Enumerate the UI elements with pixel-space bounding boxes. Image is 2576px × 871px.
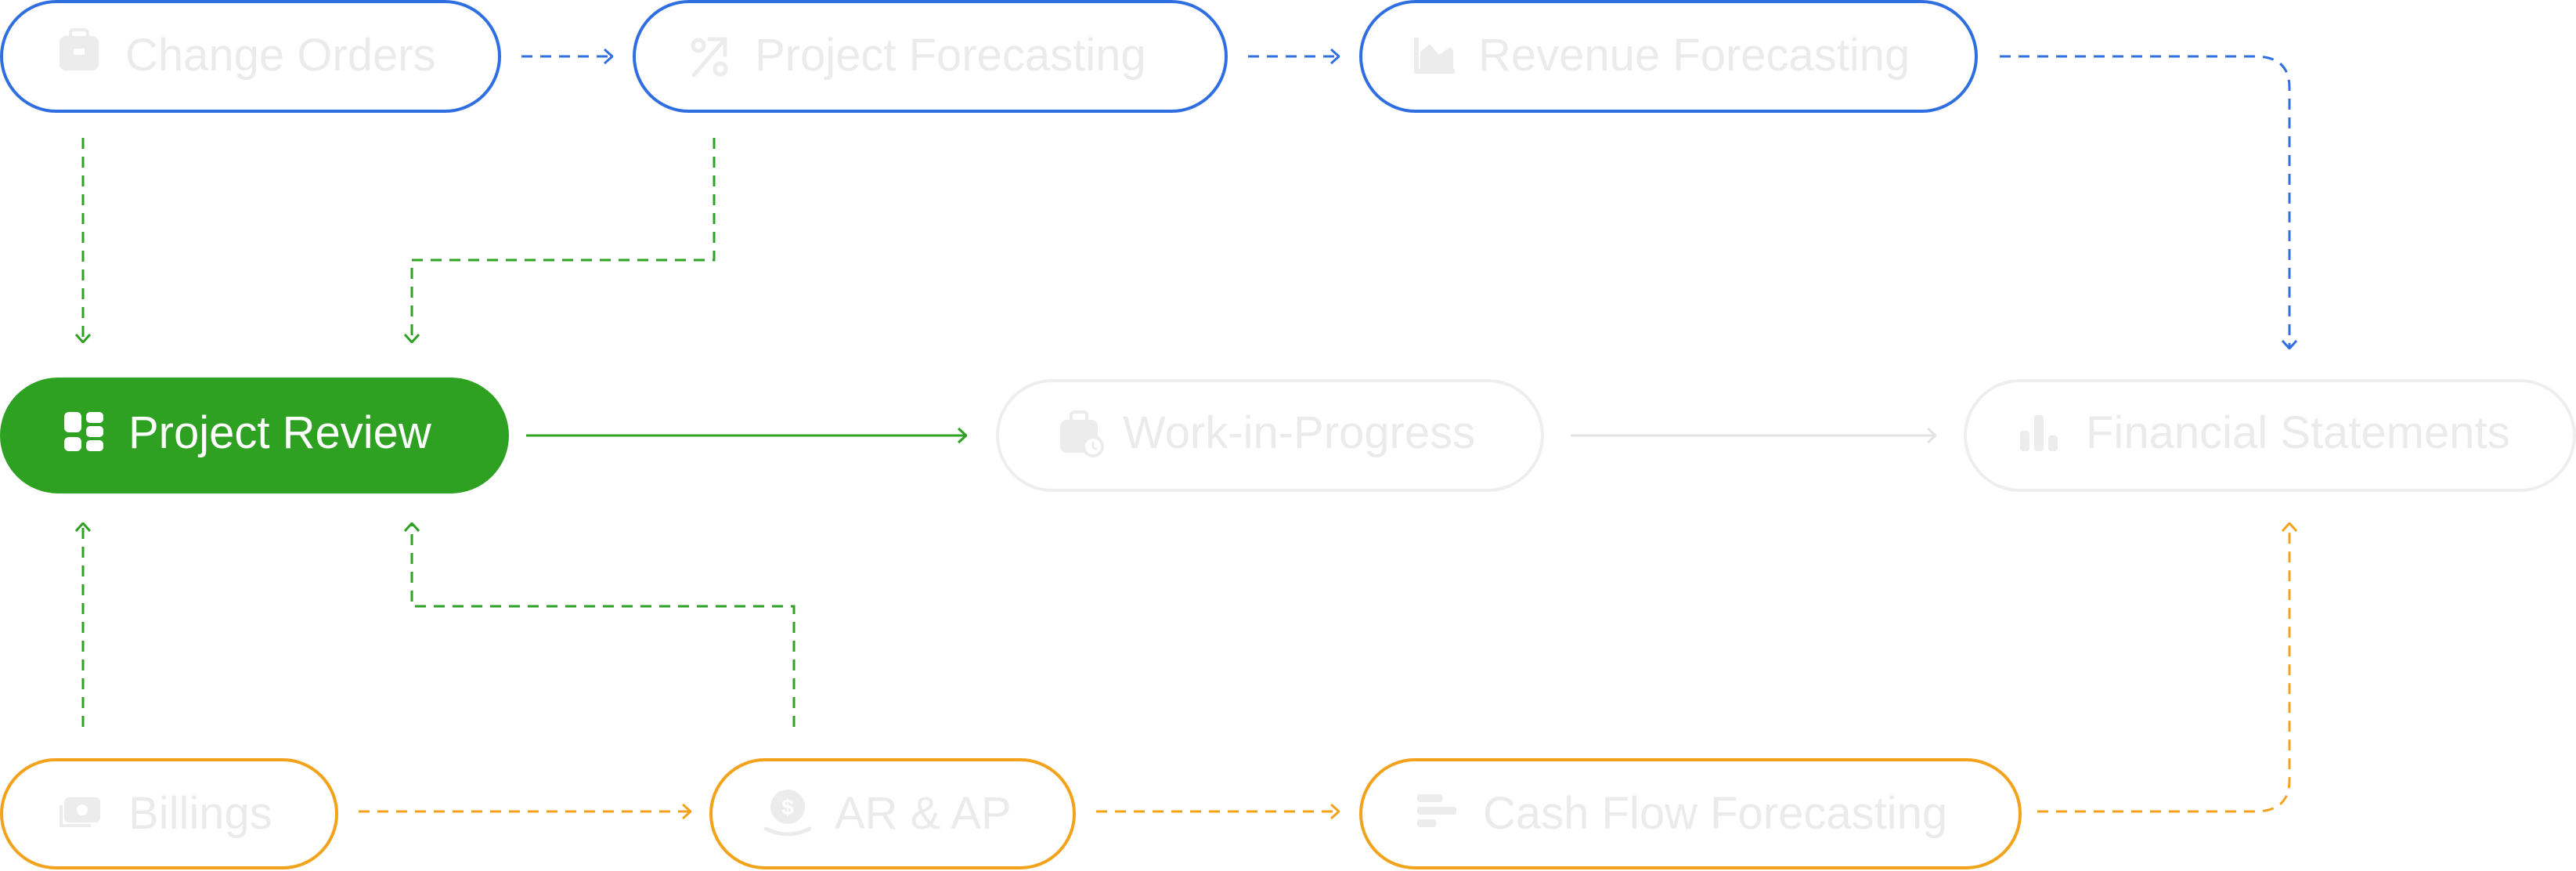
node-change-orders[interactable]: Change Orders xyxy=(0,0,501,113)
trend-percent-icon xyxy=(691,37,728,78)
node-ar-ap-label: AR & AP xyxy=(835,788,1012,839)
area-chart-icon xyxy=(1414,38,1455,74)
node-project-review-label: Project Review xyxy=(128,407,432,458)
edge-project-forecasting-to-project-review xyxy=(412,138,716,342)
node-revenue-forecasting[interactable]: Revenue Forecasting xyxy=(1359,0,1978,113)
node-cash-flow-forecasting-label: Cash Flow Forecasting xyxy=(1483,788,1947,839)
cash-icon xyxy=(60,797,100,827)
node-work-in-progress-label: Work-in-Progress xyxy=(1123,407,1475,458)
node-change-orders-label: Change Orders xyxy=(125,30,436,81)
edge-ar-ap-to-project-review xyxy=(412,523,796,727)
node-financial-statements-label: Financial Statements xyxy=(2086,407,2510,458)
node-work-in-progress[interactable]: Work-in-Progress xyxy=(996,379,1544,492)
node-billings[interactable]: Billings xyxy=(0,758,338,869)
node-project-forecasting[interactable]: Project Forecasting xyxy=(633,0,1228,113)
node-cash-flow-forecasting[interactable]: Cash Flow Forecasting xyxy=(1359,758,2022,869)
edge-cash-flow-forecasting-to-financial-statements xyxy=(2037,523,2289,813)
dashboard-grid-icon xyxy=(64,412,103,451)
node-project-forecasting-label: Project Forecasting xyxy=(755,30,1146,81)
coin-hand-icon: $ xyxy=(763,790,812,837)
node-revenue-forecasting-label: Revenue Forecasting xyxy=(1478,30,1910,81)
svg-text:$: $ xyxy=(781,795,794,819)
node-project-review[interactable]: Project Review xyxy=(0,378,509,493)
node-financial-statements[interactable]: Financial Statements xyxy=(1964,379,2576,492)
bar-chart-icon xyxy=(2020,415,2058,451)
briefcase-clock-icon xyxy=(1060,410,1104,457)
node-ar-ap[interactable]: $ AR & AP xyxy=(709,758,1076,869)
edge-revenue-forecasting-to-financial-statements xyxy=(2000,55,2289,349)
horizontal-bars-icon xyxy=(1417,794,1456,827)
briefcase-icon xyxy=(60,28,99,70)
node-billings-label: Billings xyxy=(128,788,272,839)
